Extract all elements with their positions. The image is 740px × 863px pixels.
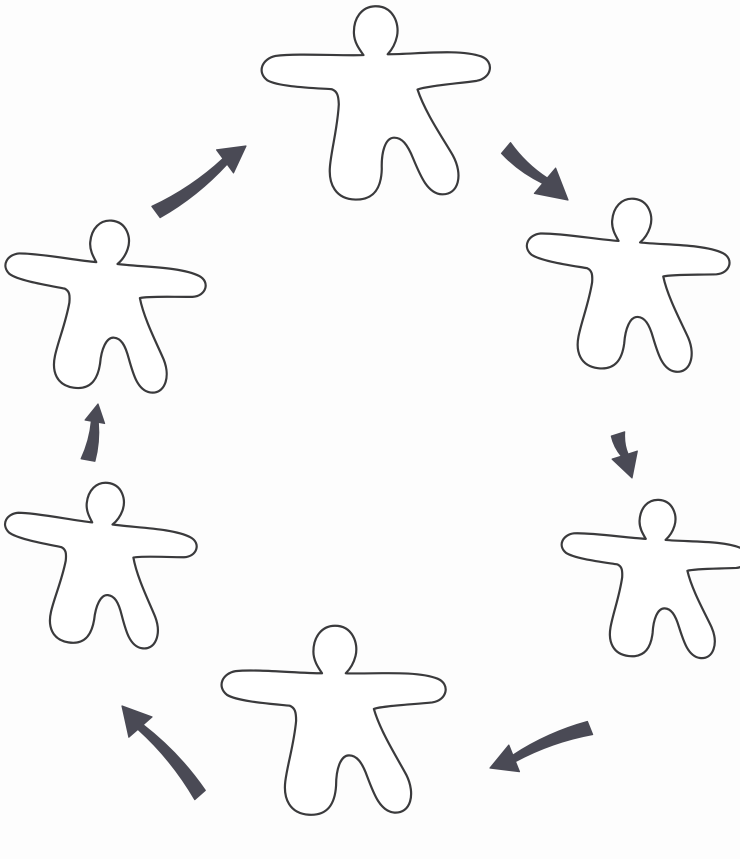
person-outline-icon	[556, 495, 740, 662]
person-figure-bottom	[222, 626, 446, 815]
person-outline-icon	[0, 212, 211, 399]
arrow-icon	[490, 722, 593, 772]
person-outline-icon	[260, 2, 495, 202]
person-outline-icon	[0, 473, 202, 655]
arrow-top-to-upper-right	[502, 143, 568, 200]
arrow-lower-left-to-upper-left	[81, 404, 104, 461]
arrow-icon	[611, 432, 637, 478]
person-outline-icon	[222, 626, 446, 815]
person-figure-lower-left	[0, 473, 202, 655]
arrow-upper-right-to-lower-right	[611, 432, 637, 478]
arrow-lower-right-to-bottom	[490, 722, 593, 772]
person-outline-icon	[519, 192, 734, 377]
figures-layer	[0, 2, 740, 815]
arrow-upper-left-to-top	[152, 146, 246, 218]
person-figure-upper-right	[519, 192, 734, 377]
arrow-icon	[502, 143, 568, 200]
person-figure-top	[260, 2, 495, 202]
arrow-icon	[81, 404, 104, 461]
arrow-icon	[122, 706, 205, 800]
person-figure-upper-left	[0, 212, 211, 399]
arrow-icon	[152, 146, 246, 218]
person-figure-lower-right	[556, 495, 740, 662]
arrow-bottom-to-lower-left	[122, 706, 205, 800]
